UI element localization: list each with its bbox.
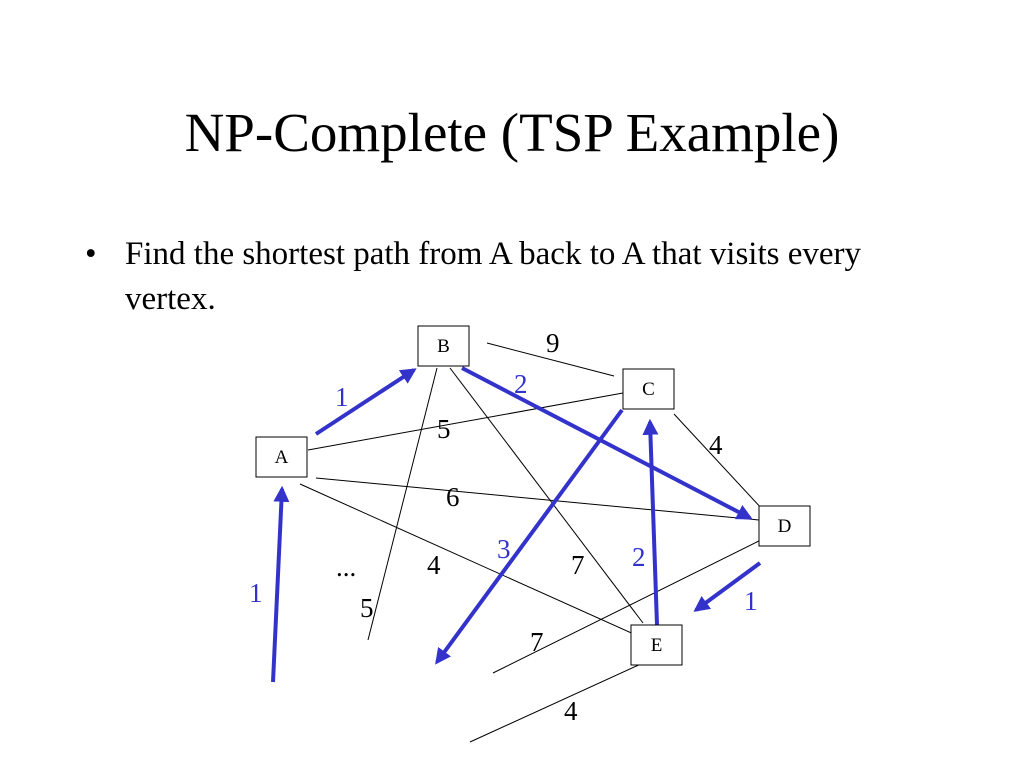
path-arrow-e-c: [642, 418, 659, 626]
weight-b-c: 9: [546, 328, 560, 358]
node-c: C: [622, 368, 675, 410]
path-arrow-d-e: [693, 561, 762, 612]
path-arrow-c-out: [435, 408, 624, 665]
node-d: D: [758, 505, 811, 547]
edge-a-d: [315, 477, 760, 521]
weight-c-d: 4: [709, 430, 723, 460]
bullet-dot: •: [85, 236, 97, 272]
weight-a-e: 4: [427, 550, 441, 580]
node-b-label: B: [437, 336, 450, 357]
node-e: E: [630, 624, 683, 666]
slide-title: NP-Complete (TSP Example): [184, 102, 840, 163]
weight-e-dangling: 4: [564, 696, 578, 726]
edge-b-c: [486, 342, 615, 377]
edge-c-d: [673, 413, 764, 511]
node-d-label: D: [778, 516, 792, 537]
bullet-item: • Find the shortest path from A back to …: [85, 232, 945, 322]
path-arrow-a-b: [314, 368, 417, 436]
edge-d-dangling: [492, 537, 766, 674]
path-weight-c-out: 3: [497, 534, 511, 564]
path-arrow-in-a: [271, 485, 290, 683]
node-e-label: E: [651, 635, 663, 656]
path-weight-d-e: 1: [744, 586, 758, 616]
path-weight-b-d: 2: [514, 369, 528, 399]
path-weight-a-b: 1: [335, 382, 349, 412]
weight-a-c: 5: [437, 414, 451, 444]
node-a-label: A: [275, 447, 289, 468]
node-c-label: C: [642, 379, 655, 400]
weight-b-dangling: 5: [360, 593, 374, 623]
edge-b-e: [449, 367, 644, 624]
node-a: A: [255, 436, 308, 478]
edge-a-e: [299, 483, 639, 637]
path-arrow-b-d: [461, 366, 753, 520]
bullet-text: Find the shortest path from A back to A …: [125, 236, 862, 317]
weight-b-e: 7: [571, 550, 585, 580]
edge-e-dangling: [469, 662, 644, 743]
weight-d-dangling: 7: [530, 627, 544, 657]
ellipsis-label: ...: [336, 552, 356, 582]
edge-a-c: [307, 392, 624, 451]
path-weight-in-a: 1: [249, 578, 263, 608]
node-b: B: [417, 325, 470, 367]
path-weight-e-c: 2: [632, 542, 646, 572]
edge-b-dangling: [367, 367, 438, 641]
weight-a-d: 6: [446, 482, 460, 512]
